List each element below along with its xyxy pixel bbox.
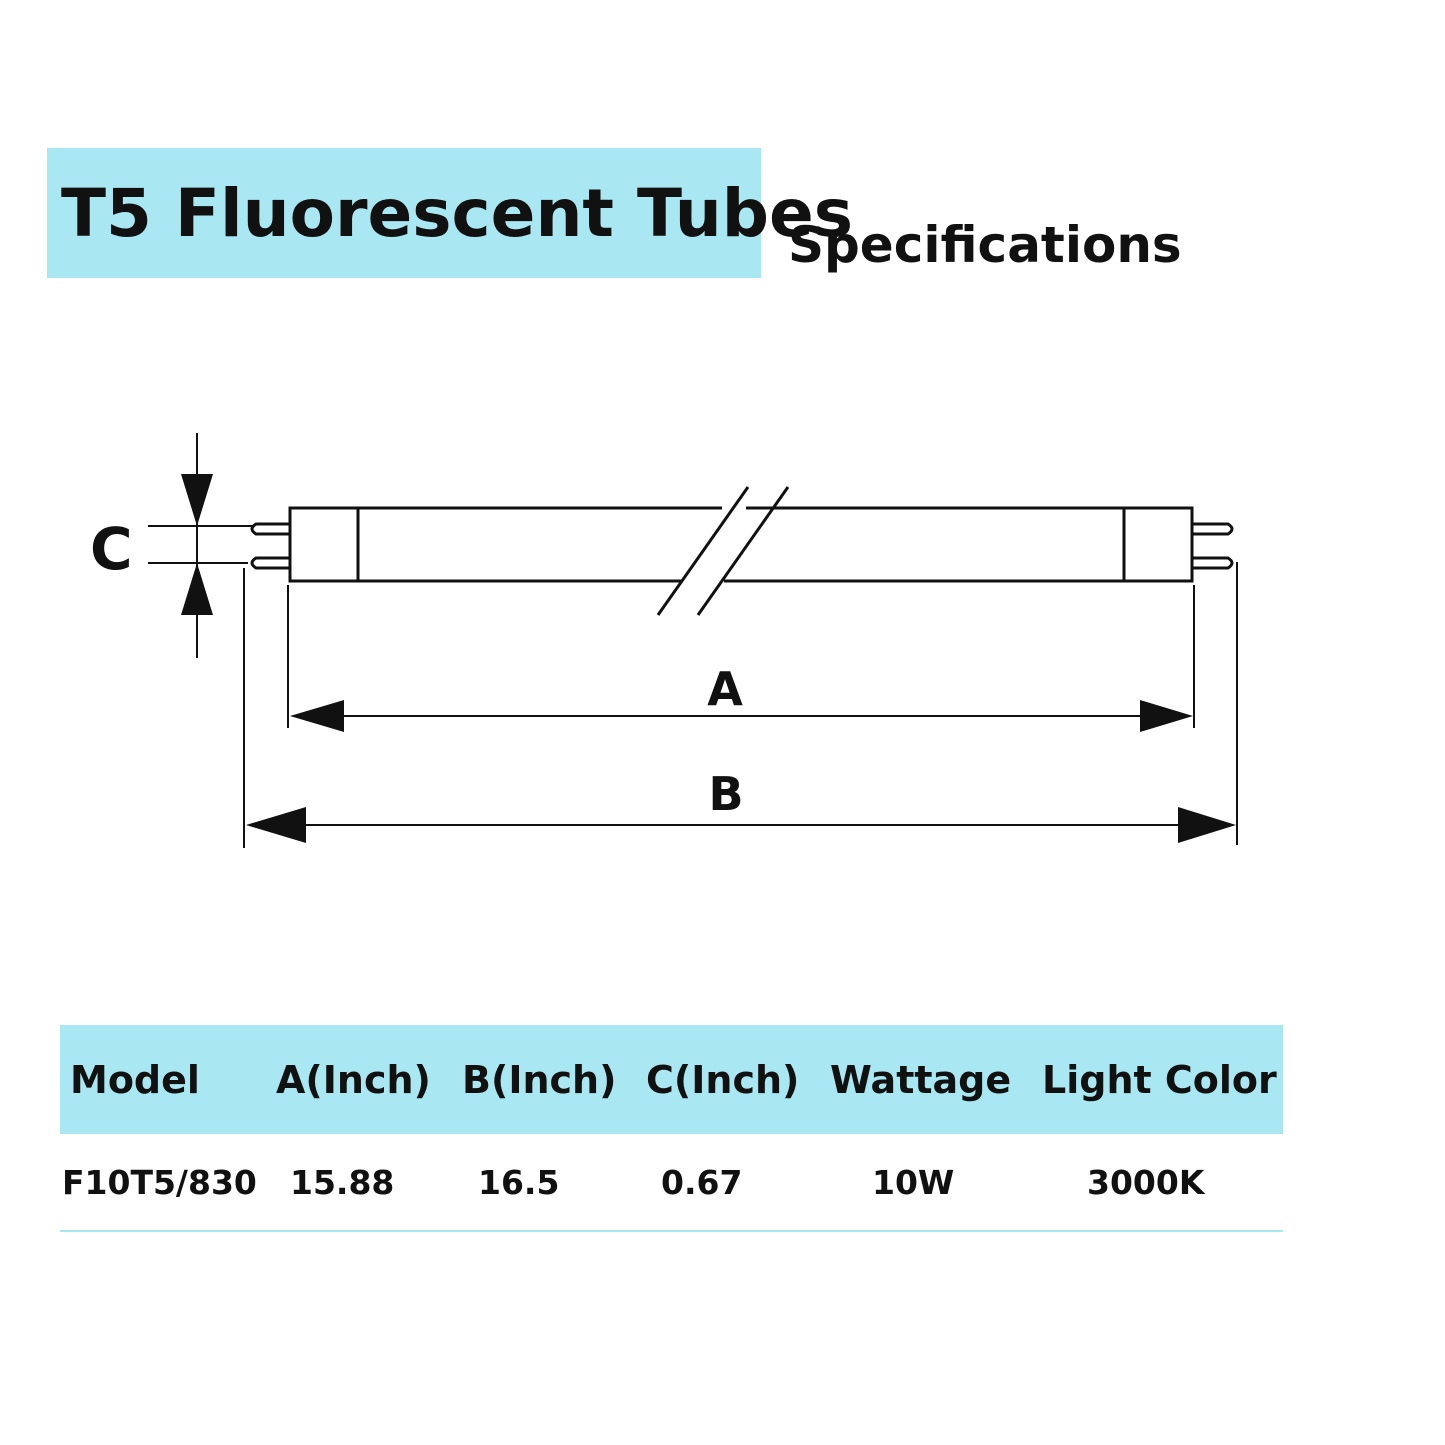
break-mark-2 — [696, 486, 790, 616]
cell-model: F10T5/830 — [62, 1162, 257, 1202]
arrow-c-up — [181, 563, 213, 615]
column-header-wattage: Wattage — [830, 1057, 1012, 1102]
dimension-label-b: B — [708, 767, 743, 821]
arrow-a-left — [290, 700, 344, 732]
arrow-b-left — [246, 807, 306, 843]
pin-right-bottom — [1192, 556, 1234, 570]
table-header-row: Model A(Inch) B(Inch) C(Inch) Wattage Li… — [60, 1025, 1283, 1134]
table-row: F10T5/830 15.88 16.5 0.67 10W 3000K — [60, 1134, 1283, 1232]
column-header-model: Model — [70, 1057, 200, 1102]
column-header-a: A(Inch) — [276, 1057, 431, 1102]
cell-a: 15.88 — [290, 1162, 395, 1202]
cell-b: 16.5 — [478, 1162, 560, 1202]
break-mark-1 — [656, 486, 750, 616]
dimension-label-a: A — [707, 662, 743, 716]
arrow-a-right — [1140, 700, 1193, 732]
pin-right-top — [1192, 522, 1234, 536]
cell-c: 0.67 — [661, 1162, 743, 1202]
tube-dimension-diagram: C A B — [90, 433, 1238, 848]
title-banner: T5 Fluorescent Tubes — [47, 148, 853, 278]
arrow-c-down — [181, 474, 213, 526]
page-subtitle: Specifications — [788, 216, 1182, 274]
column-header-light-color: Light Color — [1042, 1057, 1277, 1102]
pin-left-bottom — [250, 556, 290, 570]
cell-wattage: 10W — [872, 1162, 955, 1202]
tube-body-left — [288, 506, 722, 583]
page-title: T5 Fluorescent Tubes — [61, 174, 853, 252]
column-header-c: C(Inch) — [646, 1057, 800, 1102]
dimension-label-c: C — [90, 515, 133, 583]
spec-table: Model A(Inch) B(Inch) C(Inch) Wattage Li… — [60, 1025, 1283, 1232]
column-header-b: B(Inch) — [462, 1057, 617, 1102]
tube-body-right — [724, 506, 1194, 583]
pin-left-top — [250, 522, 290, 536]
cell-light-color: 3000K — [1087, 1162, 1205, 1202]
arrow-b-right — [1178, 807, 1236, 843]
